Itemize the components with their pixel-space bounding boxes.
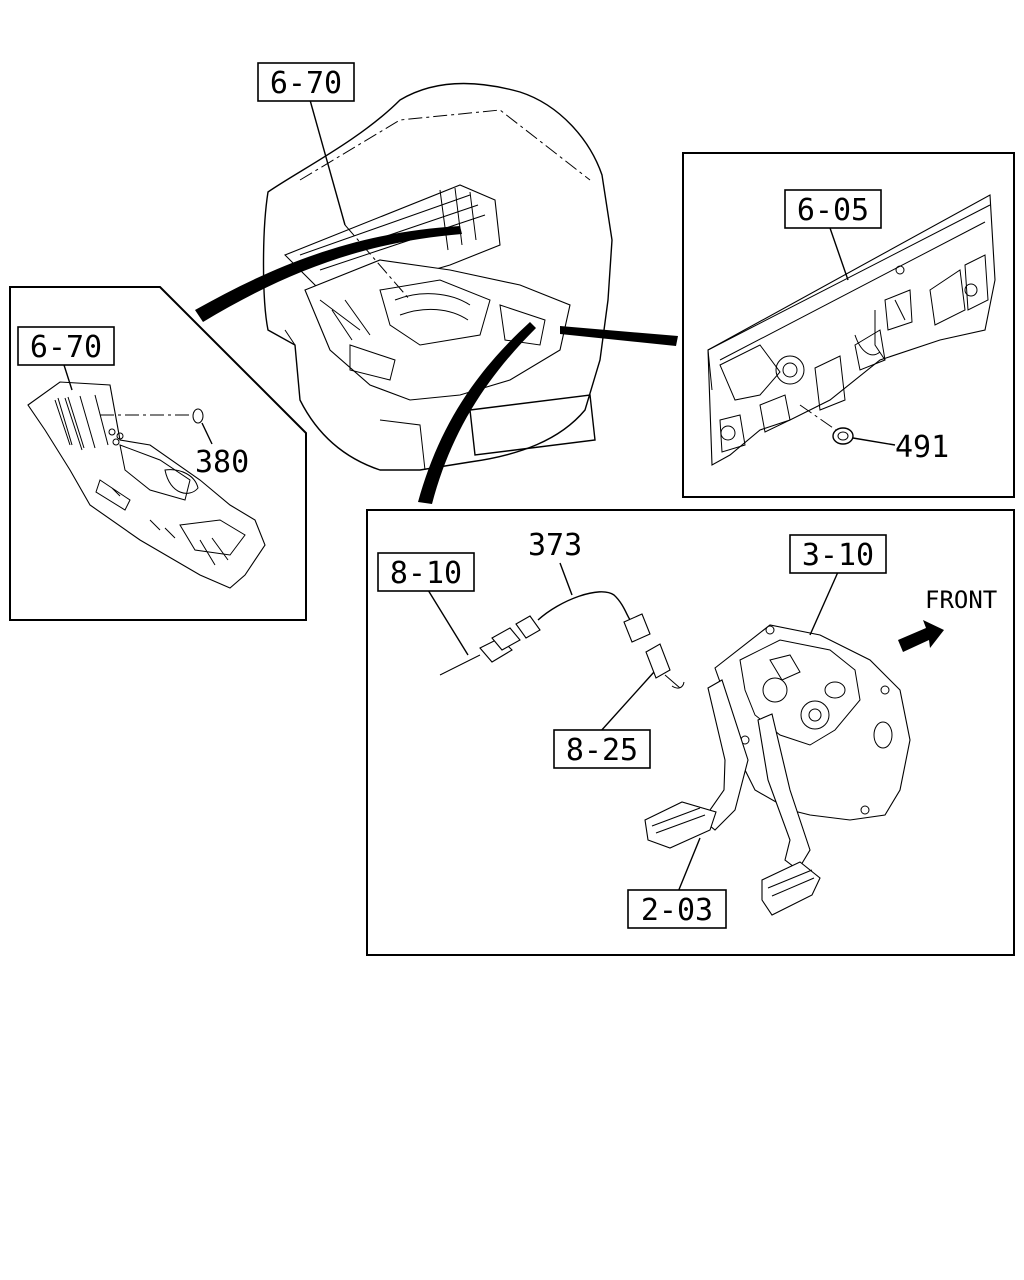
floor-panel-inset: 380 6-70 <box>9 286 307 621</box>
pedal-inset: 8-10 373 8-25 3-10 <box>366 509 1015 956</box>
callout-label: 6-70 <box>270 66 342 101</box>
callout-491-label: 491 <box>895 430 949 465</box>
callout-605-label: 6-05 <box>797 193 869 228</box>
callout-810-label: 8-10 <box>390 556 462 591</box>
dash-panel-inset: 491 6-05 <box>682 152 1015 498</box>
callout-203-label: 2-03 <box>641 893 713 928</box>
callout-373-label: 373 <box>528 528 582 563</box>
callout-825-label: 8-25 <box>566 733 638 768</box>
callout-cab-6-70: 6-70 <box>257 62 355 102</box>
cab-overview <box>262 82 613 471</box>
front-arrow-icon <box>898 620 944 652</box>
callout-380-label: 380 <box>195 445 249 480</box>
front-label: FRONT <box>925 586 997 614</box>
callout-310-label: 3-10 <box>802 538 874 573</box>
pointer-strokes <box>195 226 678 504</box>
callout-floor-6-70-label: 6-70 <box>30 330 102 365</box>
